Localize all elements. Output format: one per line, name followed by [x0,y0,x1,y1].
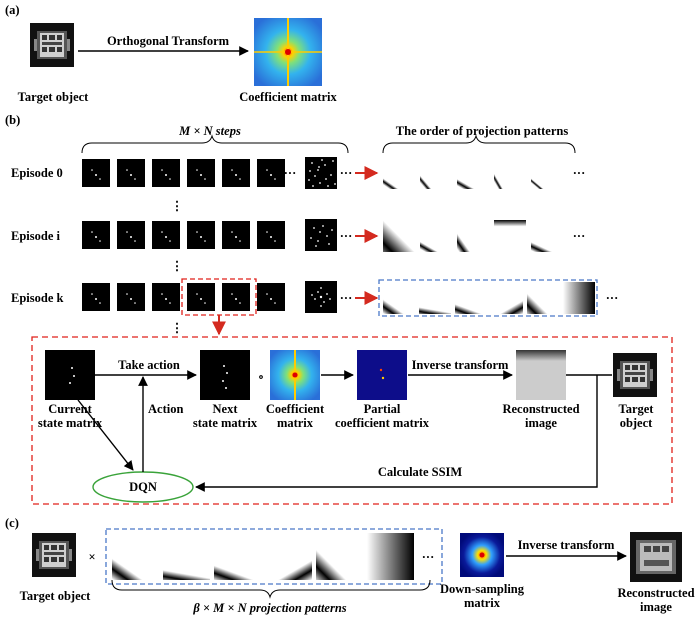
coefficient-matrix-image [254,18,322,86]
steps-brace [81,134,349,154]
take-action-label: Take action [118,358,180,372]
loop-target-label-1: Target [619,402,655,416]
loop-coefficient-label-2: matrix [277,416,314,430]
current-state-image [45,350,95,400]
c-patterns-label: β × M × N projection patterns [192,601,346,615]
panel-b-label: (b) [5,113,20,127]
vdots-1: ⋮ [171,199,184,213]
inverse-transform-label: Inverse transform [412,358,509,372]
next-state-label-2: state matrix [193,416,258,430]
coefficient-matrix-label: Coefficient matrix [239,90,337,104]
loop-target-image [613,353,657,397]
reconstructed-image [516,350,566,400]
steps-label: M × N steps [178,124,241,138]
c-patterns [112,533,414,580]
loop-target-label-2: object [620,416,653,430]
times-operator: × [88,550,95,564]
episode-i-label: Episode i [11,229,61,243]
ssim-feedback-arrow [195,375,598,492]
c-patterns-ellipsis: ··· [422,550,435,564]
calculate-ssim-label: Calculate SSIM [378,465,463,479]
downsampling-image [460,533,504,577]
order-title: The order of projection patterns [396,124,569,138]
episode-k-patterns [383,282,595,314]
panel-c-label: (c) [5,516,19,530]
hadamard-operator: ∘ [258,370,264,384]
partial-coefficient-label-2: coefficient matrix [335,416,430,430]
training-loop-box [31,336,673,505]
target-object-image [30,23,74,67]
state-to-dqn-arrow [77,399,134,471]
vdots-2: ⋮ [171,259,184,273]
c-reconstructed-label-1: Reconstructed [617,586,694,600]
episode-0-ellipsis: ··· [284,166,297,180]
episode-i-patterns [383,220,563,252]
episode-0-ellipsis-2: ··· [340,166,353,180]
c-patterns-box [105,528,443,585]
panel-a-label: (a) [5,3,20,17]
c-reconstructed-label-2: image [640,600,672,614]
reconstructed-label-1: Reconstructed [502,402,579,416]
dqn-label: DQN [129,480,157,494]
current-state-label-2: state matrix [38,416,103,430]
episode-k-pattern-ellipsis: ··· [606,291,619,305]
episode-i-pattern-ellipsis: ··· [573,229,586,243]
episode-k-label: Episode k [11,291,64,305]
next-state-image [200,350,250,400]
c-target-object-label: Target object [20,589,92,603]
next-state-label-1: Next [213,402,239,416]
episode-k-states [82,281,337,313]
downsampling-label-2: matrix [464,596,501,610]
c-patterns-brace [111,579,431,599]
episode-0-states [82,157,337,189]
loop-coefficient-image [270,350,320,400]
loop-coefficient-label-1: Coefficient [266,402,325,416]
c-target-object-image [32,533,76,577]
episode-0-pattern-ellipsis: ··· [573,166,586,180]
partial-coefficient-label-1: Partial [364,402,401,416]
episode-0-label: Episode 0 [11,166,63,180]
vdots-3: ⋮ [171,321,184,335]
reconstructed-label-2: image [525,416,557,430]
c-inverse-label: Inverse transform [518,538,615,552]
episode-i-states [82,219,337,251]
episode-0-patterns [383,157,563,189]
action-label: Action [148,402,183,416]
order-brace [382,134,576,154]
orthogonal-transform-label: Orthogonal Transform [107,34,230,48]
episode-k-patterns-box [378,279,598,317]
downsampling-label-1: Down-sampling [440,582,525,596]
episode-k-ellipsis: ··· [340,291,353,305]
target-object-label: Target object [18,90,90,104]
episode-i-ellipsis: ··· [340,229,353,243]
c-reconstructed-image [630,532,682,582]
partial-coefficient-image [357,350,407,400]
